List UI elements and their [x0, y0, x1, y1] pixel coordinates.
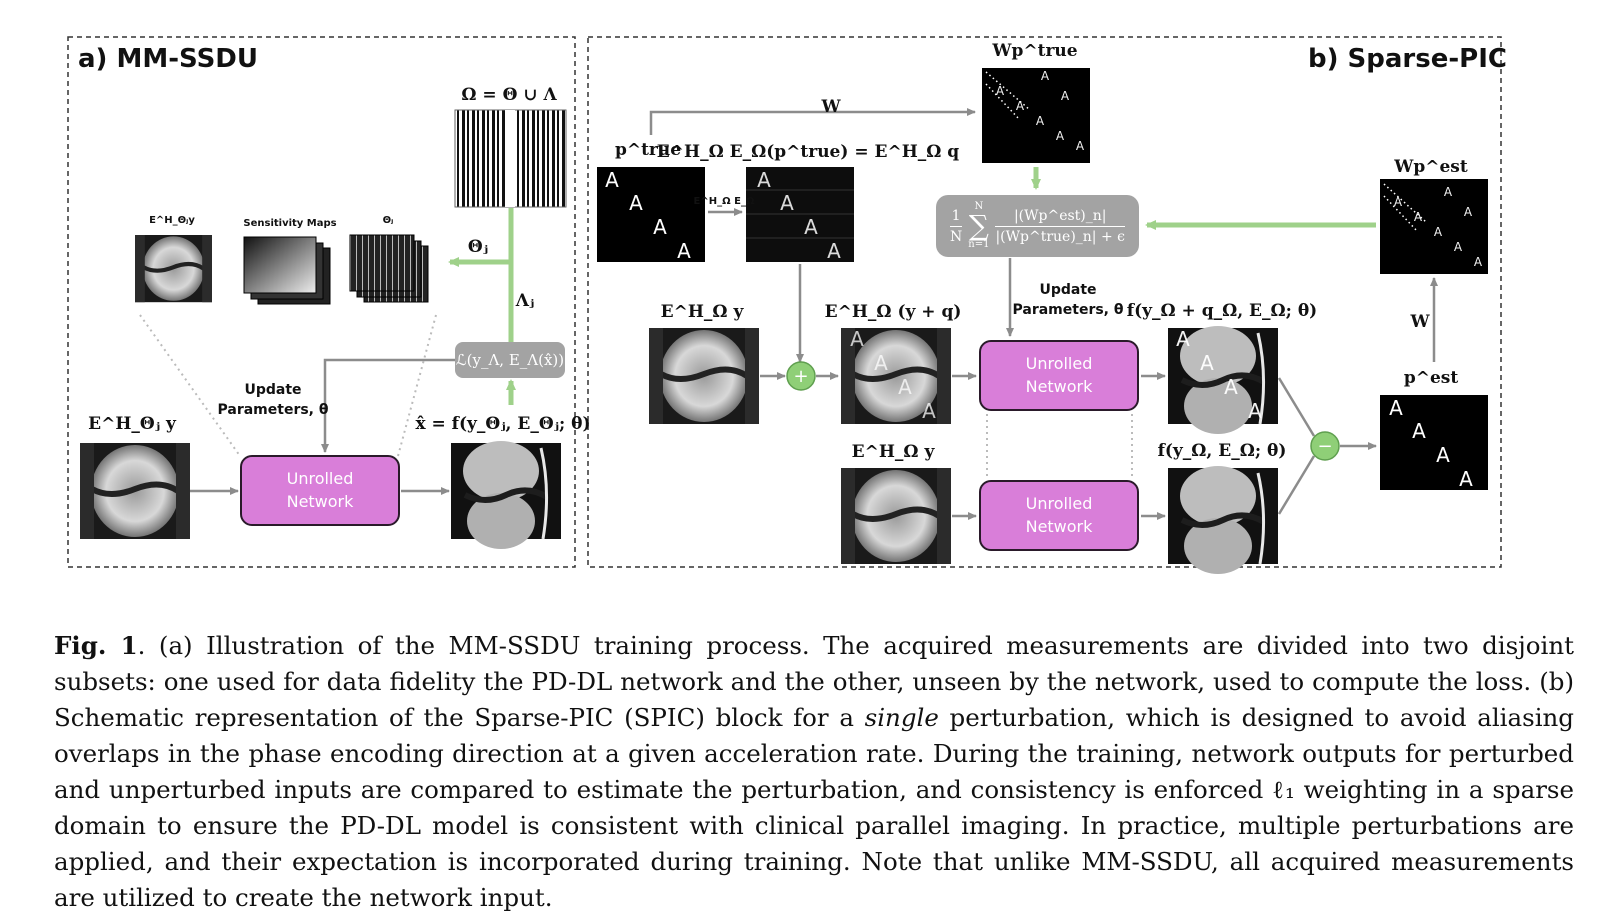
- e-theta-y-image: [80, 443, 190, 539]
- letter-a-glyph-1-0: A: [757, 168, 771, 192]
- letter-a-glyph-3-3: A: [1248, 399, 1262, 423]
- p-true-label: p^true: [614, 140, 682, 160]
- letter-a-glyph-3-0: A: [1176, 327, 1190, 351]
- letter-a-glyph-6-6: A: [1474, 255, 1483, 269]
- letter-a-glyph-5-5: A: [1061, 89, 1070, 103]
- plus-node-icon: [786, 361, 816, 391]
- letter-a-glyph-1-1: A: [780, 191, 794, 215]
- loss-box: ℒ(y_Λ, E_Λ(x̂)): [455, 342, 565, 378]
- letter-a-glyph-6-5: A: [1464, 205, 1473, 219]
- inset-knee-image: [135, 235, 212, 302]
- letter-a-glyph-4-3: A: [922, 399, 936, 423]
- caption-text-1: . (a) Illustration of the MM-SSDU traini…: [54, 631, 1574, 732]
- p-est-image: [1380, 395, 1488, 490]
- theta-j-label: Θⱼ: [467, 237, 489, 257]
- e-omega-y-top-image: [649, 328, 759, 424]
- caption-text-2: perturbation, which is designed to avoid…: [54, 703, 1574, 912]
- figure-caption: Fig. 1. (a) Illustration of the MM-SSDU …: [54, 628, 1574, 916]
- ee-p-true-label: E^H_Ω E_Ω(p^true) = E^H_Ω q: [656, 142, 960, 162]
- inset-theta-label: Θⱼ: [382, 215, 394, 226]
- e-omega-y-q-label: E^H_Ω (y + q): [824, 302, 962, 322]
- letter-a-glyph-0-0: A: [605, 168, 619, 192]
- letter-a-glyph-3-2: A: [1224, 375, 1238, 399]
- e-omega-y-top-label: E^H_Ω y: [660, 302, 744, 322]
- x-hat-label: x̂ = f(y_Θⱼ, E_Θⱼ; θ): [415, 414, 591, 434]
- wp-true-label: Wp^true: [992, 41, 1078, 61]
- x-hat-image: [451, 441, 561, 549]
- ee-small-label: E^H_Ω E_Ω: [693, 196, 755, 207]
- letter-a-glyph-4-0: A: [850, 327, 864, 351]
- e-omega-y-bottom-image: [841, 468, 951, 564]
- letter-a-glyph-1-2: A: [804, 215, 818, 239]
- letter-a-glyph-2-3: A: [1459, 467, 1473, 491]
- caption-italic: single: [864, 703, 939, 732]
- letter-a-glyph-6-4: A: [1444, 185, 1453, 199]
- theta-mask-1: [349, 234, 415, 292]
- omega-equation-label: Ω = Θ ∪ Λ: [461, 85, 557, 105]
- letter-a-glyph-5-2: A: [1036, 114, 1045, 128]
- panel-a-frame: [67, 36, 576, 568]
- letter-a-glyph-3-1: A: [1200, 351, 1214, 375]
- p-est-label: p^est: [1403, 368, 1459, 388]
- letter-a-glyph-5-4: A: [1041, 69, 1050, 83]
- f-unperturbed-image: [1168, 466, 1278, 574]
- panel-b-title: b) Sparse-PIC: [1308, 44, 1507, 74]
- letter-a-glyph-0-1: A: [629, 191, 643, 215]
- inset-e-theta-label: E^H_Θⱼy: [149, 215, 195, 226]
- letter-a-glyph-2-2: A: [1436, 443, 1450, 467]
- f-perturbed-label: f(y_Ω + q_Ω, E_Ω; θ): [1126, 301, 1318, 321]
- lambda-j-label: Λⱼ: [515, 291, 535, 311]
- svg-text:−: −: [1317, 436, 1332, 457]
- letter-a-glyph-5-1: A: [1016, 99, 1025, 113]
- letter-a-glyph-0-3: A: [677, 239, 691, 263]
- letter-a-glyph-4-1: A: [874, 351, 888, 375]
- wp-est-image: [1380, 179, 1488, 274]
- letter-a-glyph-6-2: A: [1434, 225, 1443, 239]
- letter-a-glyph-2-1: A: [1412, 419, 1426, 443]
- letter-a-glyph-6-0: A: [1394, 195, 1403, 209]
- sens-map-1: [243, 236, 317, 294]
- p-true-image: [597, 167, 705, 262]
- letter-a-glyph-5-6: A: [1076, 139, 1085, 153]
- caption-fig-label: Fig. 1: [54, 631, 138, 660]
- panel-a-title: a) MM-SSDU: [78, 44, 258, 74]
- e-omega-y-bottom-label: E^H_Ω y: [851, 442, 935, 462]
- letter-a-glyph-5-3: A: [1056, 129, 1065, 143]
- sensitivity-maps-label: Sensitivity Maps: [243, 218, 337, 229]
- panel-b-frame: [587, 36, 1502, 568]
- letter-a-glyph-6-3: A: [1454, 240, 1463, 254]
- f-unperturbed-label: f(y_Ω, E_Ω; θ): [1157, 441, 1287, 461]
- w-right-label: W: [1410, 312, 1430, 332]
- letter-a-glyph-4-2: A: [898, 375, 912, 399]
- letter-a-glyph-2-0: A: [1389, 396, 1403, 420]
- w-top-label: W: [821, 97, 841, 117]
- letter-a-glyph-5-0: A: [996, 84, 1005, 98]
- wp-est-label: Wp^est: [1394, 157, 1468, 177]
- svg-text:+: +: [793, 366, 808, 387]
- letter-a-glyph-0-2: A: [653, 215, 667, 239]
- e-theta-y-label: E^H_Θⱼ y: [88, 414, 176, 434]
- minus-node-icon: [1310, 431, 1340, 461]
- letter-a-glyph-6-1: A: [1414, 210, 1423, 224]
- letter-a-glyph-1-3: A: [827, 239, 841, 263]
